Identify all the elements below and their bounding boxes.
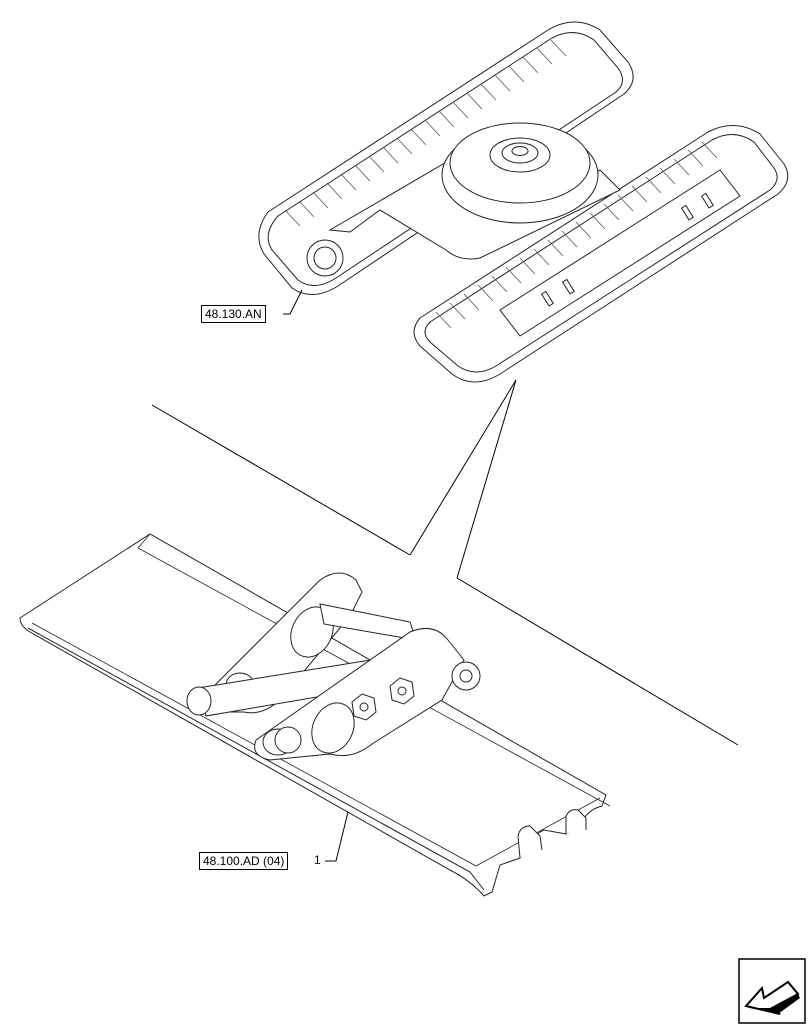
right-track <box>413 125 789 383</box>
callout-leader-track-shoe <box>325 811 349 862</box>
back-arrow-icon[interactable] <box>738 958 806 1024</box>
undercarriage-reference-label[interactable]: 48.130.AN <box>201 305 266 323</box>
track-shoe-reference-label[interactable]: 48.100.AD (04) <box>199 852 289 870</box>
track-shoe-illustration <box>19 533 611 897</box>
callout-leader-undercarriage <box>283 289 303 315</box>
undercarriage-illustration <box>258 21 789 383</box>
exploded-parts-diagram <box>19 21 789 897</box>
detail-leader-lines <box>151 379 739 746</box>
item-number-label: 1 <box>314 853 321 867</box>
